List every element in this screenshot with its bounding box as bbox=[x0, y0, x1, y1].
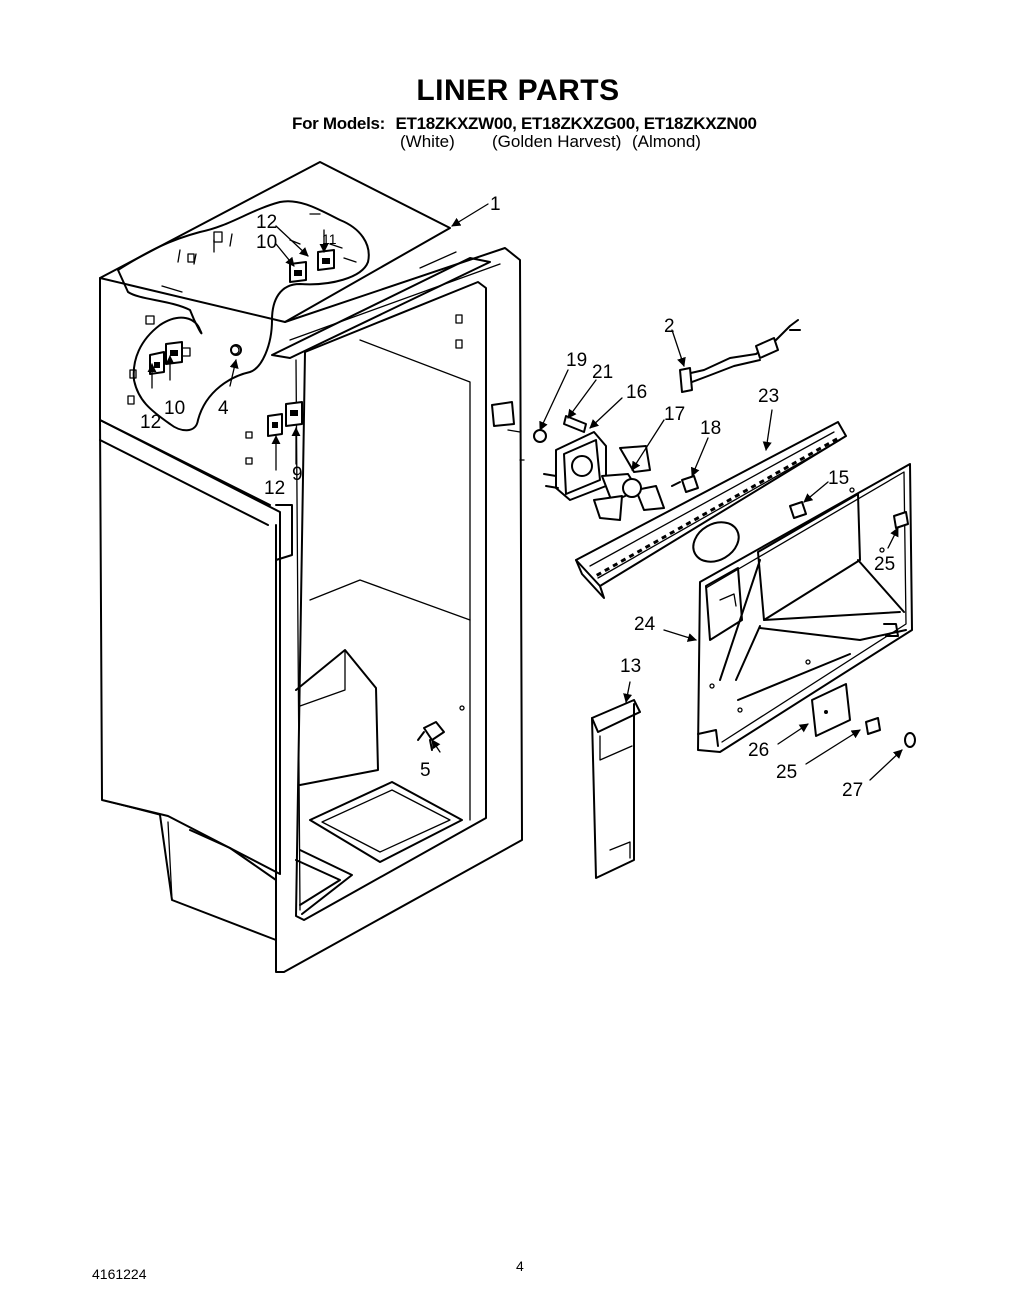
model-color: (Almond) bbox=[632, 132, 701, 151]
callout-16: 16 bbox=[626, 382, 647, 403]
screw-part-25 bbox=[865, 511, 909, 735]
grille-slot bbox=[718, 502, 724, 508]
grille-slot bbox=[766, 474, 773, 480]
grille-slot bbox=[758, 479, 765, 485]
grille-slot bbox=[628, 553, 635, 559]
grille-slot bbox=[620, 557, 627, 563]
page-title: LINER PARTS bbox=[416, 74, 620, 107]
grille-slot bbox=[742, 488, 749, 494]
model-color: (White) bbox=[400, 132, 455, 151]
callout-27: 27 bbox=[842, 780, 863, 801]
callout-24: 24 bbox=[634, 614, 656, 635]
grille-slot bbox=[644, 543, 651, 549]
page-number: 4 bbox=[516, 1258, 524, 1274]
grille-slot bbox=[750, 483, 757, 489]
grille-slot bbox=[685, 520, 692, 526]
harness-clips bbox=[149, 249, 335, 437]
grille-slot bbox=[653, 539, 659, 545]
callout-13: 13 bbox=[620, 656, 641, 677]
callout-5: 5 bbox=[420, 760, 431, 781]
duct-part-13 bbox=[591, 699, 641, 879]
callout-10: 10 bbox=[256, 232, 277, 253]
models-label: For Models: bbox=[292, 114, 386, 133]
callout-12: 12 bbox=[264, 478, 285, 499]
grille-slot bbox=[823, 442, 830, 448]
grille-slot bbox=[636, 548, 643, 554]
evaporator-cover-part-23 bbox=[575, 421, 847, 599]
callout-15: 15 bbox=[828, 468, 849, 489]
grille-slot bbox=[693, 516, 700, 522]
grille-slot bbox=[807, 451, 814, 457]
wire-harness-outline bbox=[117, 200, 370, 465]
callout-numbers: 1 2 4 5 9 10 10 11 12 12 12 13 15 16 17 … bbox=[140, 194, 895, 801]
grille-slots bbox=[596, 437, 838, 577]
callout-19: 19 bbox=[566, 350, 587, 371]
callout-2: 2 bbox=[664, 316, 675, 337]
model-number: ET18ZKXZN00 bbox=[643, 114, 757, 133]
callout-11: 11 bbox=[322, 231, 337, 247]
grille-slot bbox=[799, 456, 806, 462]
callout-10: 10 bbox=[164, 398, 185, 419]
cabinet-liner bbox=[99, 161, 525, 973]
grille-slot bbox=[669, 529, 676, 536]
callout-23: 23 bbox=[758, 386, 779, 407]
callout-1: 1 bbox=[490, 194, 501, 215]
callout-12: 12 bbox=[256, 212, 277, 233]
grille-slot bbox=[677, 525, 684, 531]
diagram-code: 4161224 bbox=[92, 1266, 147, 1282]
grille-slot bbox=[783, 465, 790, 471]
plug-part-27 bbox=[904, 732, 916, 748]
cap-part-5 bbox=[417, 705, 465, 751]
callout-9: 9 bbox=[292, 464, 303, 485]
screw-part-18 bbox=[671, 475, 699, 493]
callout-21: 21 bbox=[592, 362, 613, 383]
grommet-part-4 bbox=[230, 344, 242, 356]
callout-4: 4 bbox=[218, 398, 229, 419]
grille-slot bbox=[734, 492, 741, 499]
screw-part-15 bbox=[789, 501, 807, 519]
model-color: (Golden Harvest) bbox=[492, 132, 622, 151]
grille-slot bbox=[596, 571, 602, 577]
callout-26: 26 bbox=[748, 740, 769, 761]
grille-slot bbox=[709, 506, 716, 512]
grille-slot bbox=[815, 446, 822, 452]
grille-slot bbox=[775, 469, 781, 475]
rear-panel-part-24 bbox=[697, 463, 913, 753]
evaporator-fan-motor bbox=[533, 415, 665, 521]
grille-slot bbox=[612, 562, 619, 568]
leader-lines bbox=[147, 203, 903, 781]
model-list: For Models: ET18ZKXZW00, ET18ZKXZG00, ET… bbox=[292, 114, 757, 134]
model-number: ET18ZKXZW00, bbox=[395, 114, 517, 133]
callout-12: 12 bbox=[140, 412, 161, 433]
callout-25: 25 bbox=[874, 554, 895, 575]
callout-17: 17 bbox=[664, 404, 685, 425]
grille-slot bbox=[726, 497, 733, 503]
grille-slot bbox=[832, 437, 838, 443]
plate-part-26 bbox=[811, 683, 851, 737]
model-number: ET18ZKXZG00, bbox=[521, 114, 640, 133]
callout-18: 18 bbox=[700, 418, 721, 439]
callout-25: 25 bbox=[776, 762, 797, 783]
grille-slot bbox=[791, 460, 798, 466]
wire-lead-part-2 bbox=[679, 319, 801, 393]
grille-slot bbox=[661, 534, 667, 540]
grille-slot bbox=[604, 566, 610, 573]
grille-slot bbox=[701, 511, 708, 517]
